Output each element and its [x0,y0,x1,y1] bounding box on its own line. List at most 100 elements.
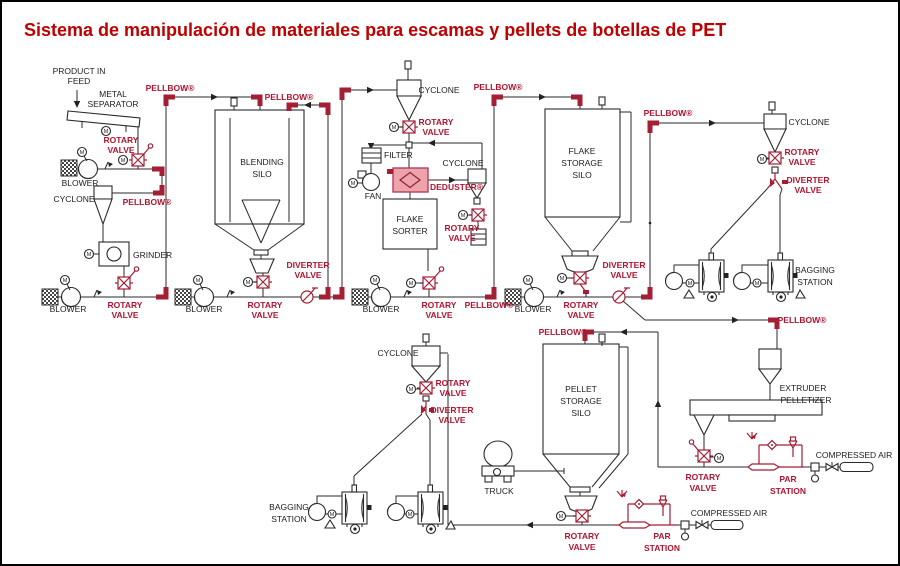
svg-text:M: M [351,181,356,187]
rotary-valve-label-8: ROTARY [785,147,820,157]
extruder-pelletizer [688,348,823,467]
diverter-valve-label-1: VALVE [294,270,321,280]
rotary-valve-label-4: VALVE [422,127,449,137]
blending-silo [214,86,397,304]
rotary-valve-label-2: VALVE [111,310,138,320]
pellbow-label-5: PELLBOW® [465,300,514,310]
pellet-silo-label: PELLET [565,384,597,394]
pellbow-label-7: PELLBOW® [778,315,827,325]
blower-label-3: BLOWER [186,304,223,314]
rotary-valve-label-3: VALVE [251,310,278,320]
fan-label: FAN [365,191,382,201]
svg-text:M: M [559,514,564,520]
motor-icon: M [100,125,112,137]
par-station-label-2: PAR [653,531,670,541]
motor-icon: M [752,278,762,288]
rotary-valve-label-4: ROTARY [419,117,454,127]
rotary-valve-label-3: ROTARY [248,300,283,310]
blower-label-5: BLOWER [515,304,552,314]
pellet-silo-label: STORAGE [560,396,602,406]
black-labels: PRODUCT IN FEED METAL SEPARATOR BLOWER C… [50,66,893,524]
motor-icon: M [405,277,417,289]
rotary-valve-label-6: ROTARY [422,300,457,310]
motor-icon: M [522,274,534,286]
svg-text:M: M [526,278,531,284]
metal-separator-label: SEPARATOR [87,99,138,109]
motor-icon: M [756,153,768,165]
bagging-station-label-right: STATION [797,277,833,287]
compressed-air-label-2: COMPRESSED AIR [691,508,768,518]
pelletizer-label: PELLETIZER [780,395,831,405]
svg-text:M: M [461,213,466,219]
metal-separator-label: METAL [99,89,127,99]
pellbow-label-2: PELLBOW® [265,92,314,102]
pellbow-label-4: PELLBOW® [474,82,523,92]
rotary-valve-label-2: ROTARY [108,300,143,310]
motor-icon: M [117,154,129,166]
rotary-valve-label-11: ROTARY [686,472,721,482]
blower-label-2: BLOWER [50,304,87,314]
diverter-valve-label-1: DIVERTER [287,260,330,270]
rotary-valve-label-7: ROTARY [564,300,599,310]
rotary-valve-label-10: VALVE [568,542,595,552]
svg-text:M: M [104,129,109,135]
pellet-bagging [307,333,456,535]
svg-text:M: M [373,278,378,284]
svg-text:M: M [330,512,335,518]
svg-text:M: M [121,158,126,164]
grinding-line [60,90,165,297]
cyclone-label-3: CYCLONE [442,158,483,168]
filter-label: FILTER [384,150,413,160]
flake-silo-label: SILO [572,170,592,180]
diverter-valve-label-3: VALVE [794,185,821,195]
diverter-valve-label-4: DIVERTER [431,405,474,415]
rotary-valve-label-5: ROTARY [445,223,480,233]
motor-icon: M [713,452,725,464]
par-station-label-1: STATION [770,486,806,496]
blower-label-4: BLOWER [363,304,400,314]
grinder-label: GRINDER [133,250,172,260]
par-station-label-1: PAR [779,474,796,484]
flake-silo-label: STORAGE [561,158,603,168]
motor-icon: M [347,177,359,189]
pellbow-label-8: PELLBOW® [539,327,588,337]
motor-icon: M [685,278,695,288]
pellet-silo-label: SILO [571,408,591,418]
blending-silo-label: SILO [252,169,272,179]
diverter-valve-label-2: VALVE [610,270,637,280]
svg-text:M: M [717,456,722,462]
motors: M M M M M M M M M M M M M M M M M M M M … [59,121,768,522]
feed-label: FEED [68,76,91,86]
motor-icon: M [242,276,254,288]
diverter-valve-label-3: DIVERTER [787,175,830,185]
rotary-valve-label-10: ROTARY [565,531,600,541]
red-labels: ROTARY VALVE PELLBOW® PELLBOW® PELLBOW® … [104,82,830,553]
svg-text:M: M [560,276,565,282]
svg-text:M: M [688,281,693,287]
motor-icon: M [405,383,417,395]
conveying-rows [41,93,641,308]
diverter-valve-label-4: VALVE [438,415,465,425]
cyclone-label-1: CYCLONE [53,194,94,204]
flake-silo-label: FLAKE [569,146,596,156]
diverter-valve-label-2: DIVERTER [603,260,646,270]
rotary-valve-label-8: VALVE [788,157,815,167]
svg-text:M: M [409,281,414,287]
svg-text:M: M [63,278,68,284]
rotary-valve-label-1: VALVE [107,145,134,155]
svg-text:M: M [196,278,201,284]
motor-icon: M [457,209,469,221]
flake-sorter-label: FLAKE [397,214,424,224]
truck-label: TRUCK [484,486,514,496]
pellet-conveying-line [582,328,874,483]
motor-icon: M [369,274,381,286]
product-in-label: PRODUCT IN [53,66,106,76]
bagging-station-label-right: BAGGING [795,265,835,275]
flake-sorter-label: SORTER [392,226,427,236]
rotary-valve-label-6: VALVE [425,310,452,320]
bagging-station-label-left: STATION [271,514,307,524]
rotary-valve-label-7: VALVE [567,310,594,320]
cyclone-label-4: CYCLONE [788,117,829,127]
